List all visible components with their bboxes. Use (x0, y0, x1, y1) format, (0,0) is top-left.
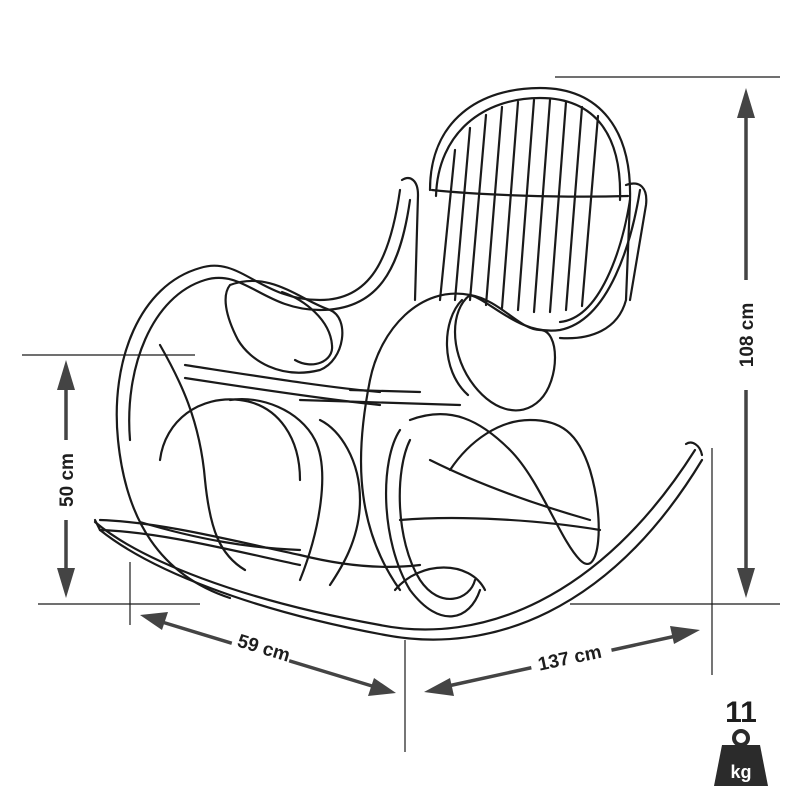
backrest-slat (468, 113, 488, 302)
bottom-shadow-arc (393, 566, 487, 592)
inner-leg-arch (228, 398, 324, 582)
front-side-frame-inner (558, 198, 632, 324)
front-rocker-loop-inner (398, 438, 477, 600)
rocking-chair-illustration (93, 86, 704, 641)
seat-slat (298, 398, 462, 407)
backrest-slat (532, 98, 552, 314)
backrest-slat (516, 98, 536, 312)
rocker-front-inner (98, 528, 302, 567)
backrest-crossbar (430, 188, 630, 198)
left-arm-loop-inner (280, 290, 334, 366)
left-arm-loop (224, 279, 344, 374)
backrest-slat (564, 105, 584, 312)
weight-icon: kg (714, 729, 768, 786)
arrow-left-icon (424, 678, 454, 696)
front-arm-loop (454, 293, 557, 412)
seat-height-label: 50 cm (57, 453, 78, 507)
backrest-slat (580, 114, 600, 308)
front-rocker-loop (408, 413, 600, 565)
weight-value: 11 (725, 696, 757, 729)
seat-height-dimension: 50 cm (54, 360, 78, 598)
rocker-end (684, 441, 704, 457)
left-side-frame (115, 188, 402, 600)
inner-leg-arch (158, 343, 247, 572)
backrest-slat (548, 100, 568, 314)
seat-slat (348, 388, 422, 394)
rear-post (624, 182, 648, 302)
arrow-right-icon (368, 678, 396, 696)
inner-leg-arch (318, 418, 362, 587)
length-dimension: 137 cm (424, 626, 700, 696)
stretcher (428, 458, 592, 522)
arrow-right-icon (670, 626, 700, 644)
arrow-up-icon (737, 88, 755, 118)
front-rocker-loop (384, 428, 482, 618)
rocker-tip (93, 518, 102, 532)
stretcher (138, 520, 302, 552)
arrow-down-icon (57, 568, 75, 598)
height-label: 108 cm (737, 303, 758, 367)
backrest-slat (438, 148, 457, 302)
left-side-frame-inner (128, 198, 412, 442)
weight-indicator: 11 kg (714, 696, 768, 786)
backrest-slat (453, 126, 472, 302)
backrest-inner-frame (434, 96, 622, 202)
inner-leg-arch (158, 398, 302, 482)
backrest-slat (484, 105, 504, 307)
seat-front-rail (183, 363, 382, 394)
weight-unit: kg (730, 762, 751, 782)
arrow-left-icon (140, 612, 168, 630)
backrest-slat (500, 100, 520, 310)
height-dimension: 108 cm (734, 88, 758, 598)
dimension-guides (22, 76, 780, 752)
rocker-rear (93, 448, 697, 631)
arrow-down-icon (737, 568, 755, 598)
stretcher (398, 516, 602, 532)
rocker-rear-inner (98, 458, 704, 641)
backrest-frame (428, 86, 632, 340)
rear-post (400, 177, 420, 302)
front-side-frame (359, 188, 642, 592)
depth-dimension: 59 cm (140, 612, 396, 696)
arrow-up-icon (57, 360, 75, 390)
front-arm-loop-inner (445, 298, 470, 397)
